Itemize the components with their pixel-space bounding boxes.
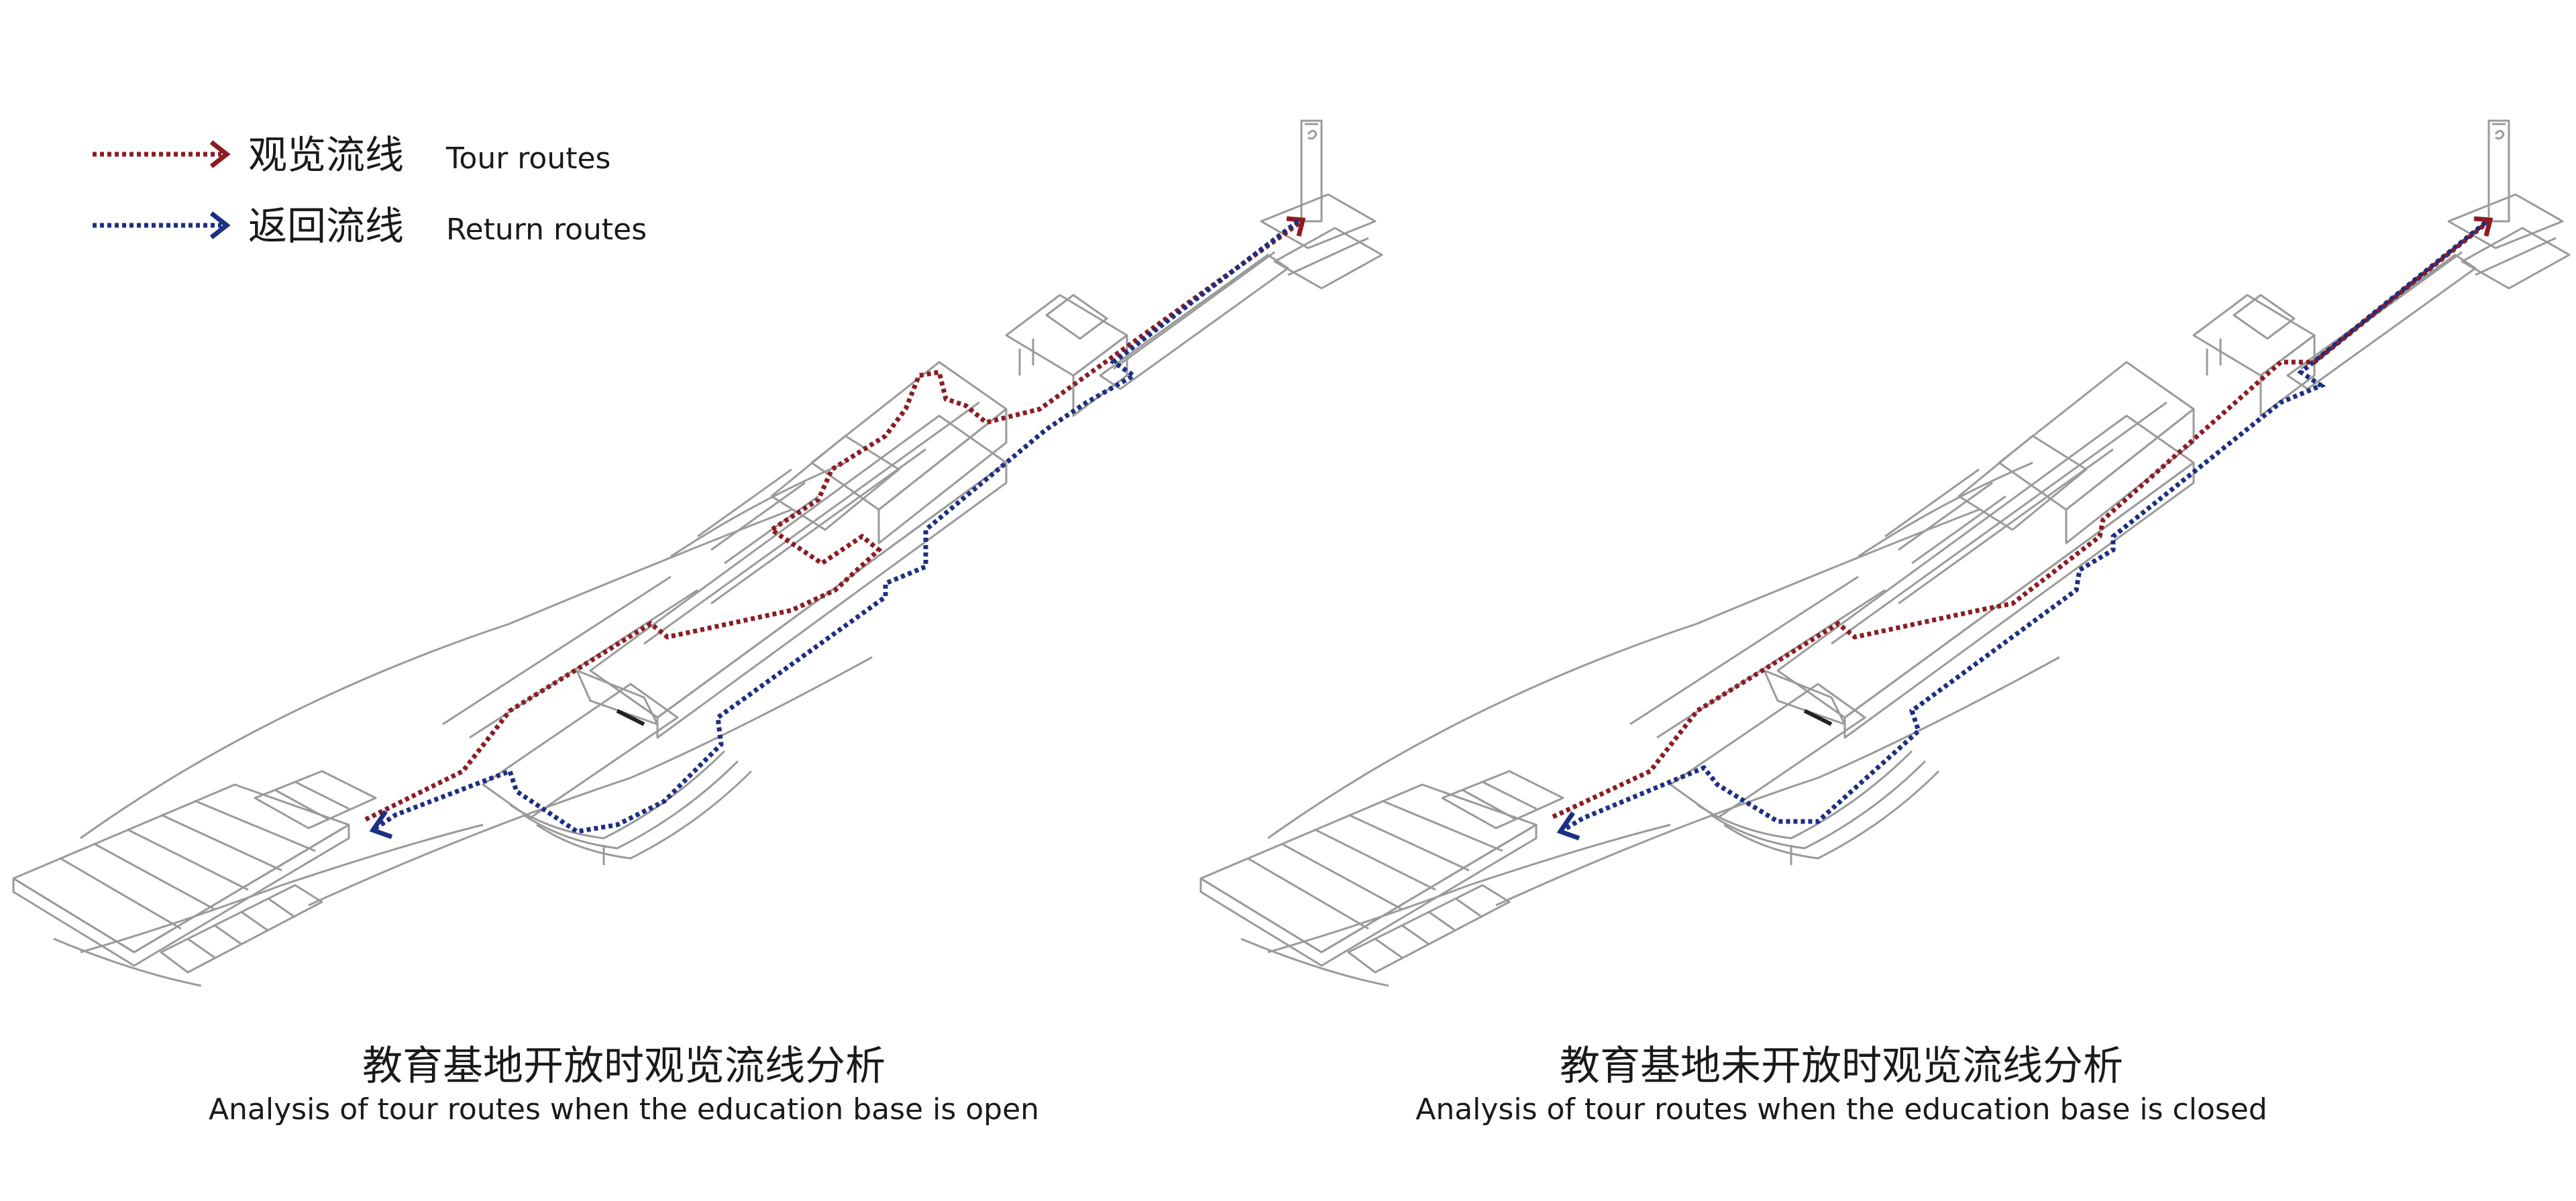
legend-item-return: 返回流线 Return routes <box>87 198 691 252</box>
legend-return-zh: 返回流线 <box>248 203 405 249</box>
right-caption-en: Analysis of tour routes when the educati… <box>1415 1092 2267 1127</box>
return-route-arrow-icon <box>93 211 231 239</box>
left-caption-zh: 教育基地开放时观览流线分析 <box>362 1043 885 1090</box>
right-return-route <box>1562 221 2487 833</box>
legend-return-en: Return routes <box>446 213 647 247</box>
tour-route-arrow-icon <box>93 140 231 168</box>
left-return-route <box>374 219 1300 834</box>
right-caption: 教育基地未开放时观览流线分析 Analysis of tour routes w… <box>1372 1043 2311 1127</box>
left-caption-en: Analysis of tour routes when the educati… <box>208 1092 1040 1127</box>
legend-item-tour: 观览流线 Tour routes <box>87 127 691 181</box>
left-caption: 教育基地开放时观览流线分析 Analysis of tour routes wh… <box>154 1043 1093 1127</box>
right-panel-drawing <box>1201 121 2569 986</box>
legend-tour-zh: 观览流线 <box>248 132 405 178</box>
left-panel-drawing <box>13 121 1382 986</box>
left-tour-route <box>364 219 1303 822</box>
legend-tour-en: Tour routes <box>446 141 611 176</box>
right-tour-route <box>1552 219 2491 819</box>
right-caption-zh: 教育基地未开放时观览流线分析 <box>1560 1043 2123 1090</box>
